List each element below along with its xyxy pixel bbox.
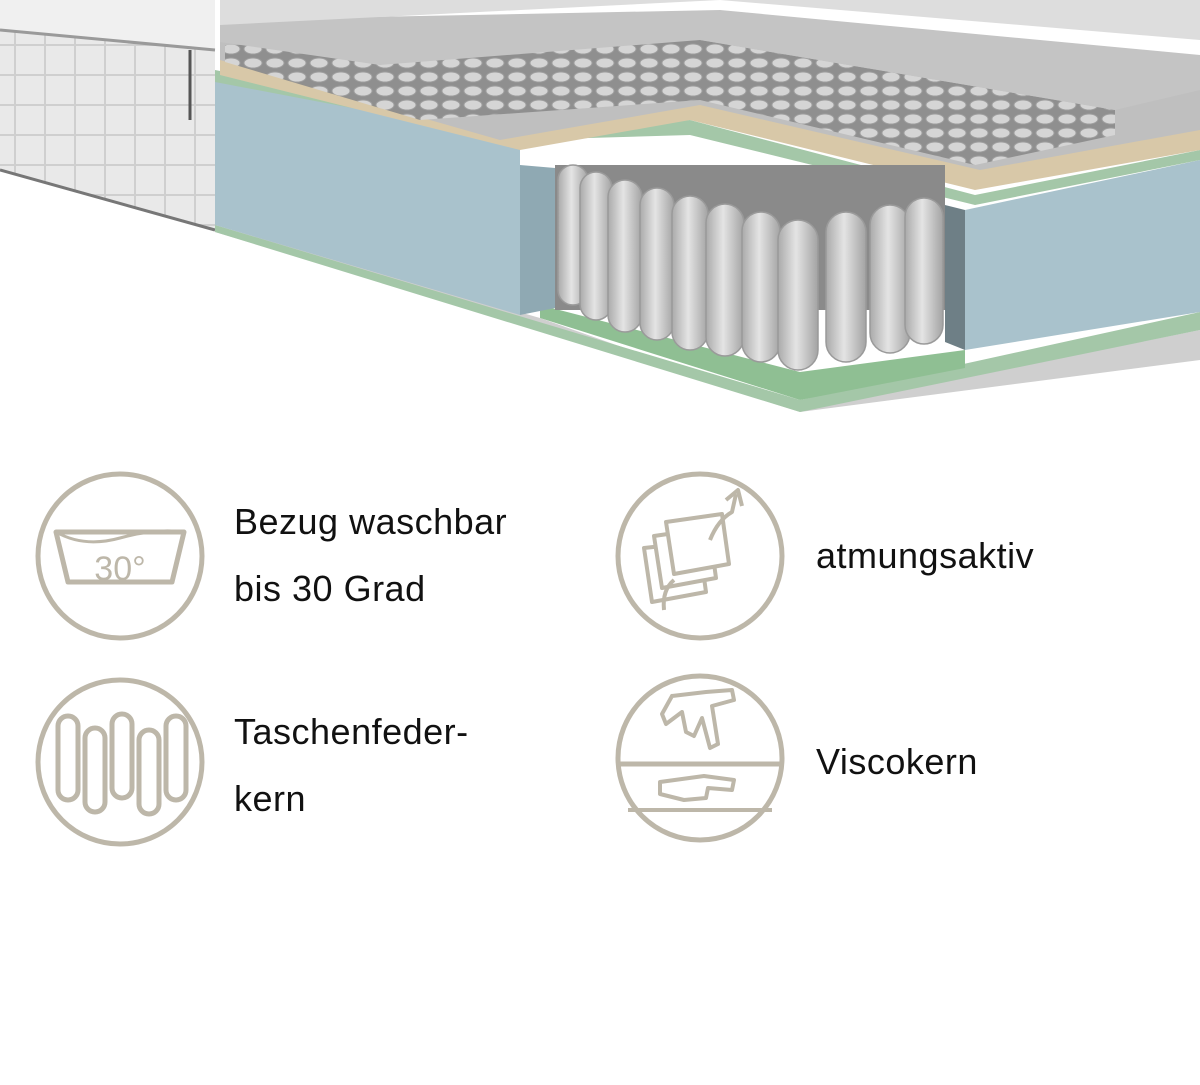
green-base-layer <box>215 225 1200 412</box>
visco-hand-icon <box>615 673 785 843</box>
feature-pocket-springs: Taschenfeder- kern <box>34 676 594 848</box>
pocket-springs-icon <box>35 677 205 847</box>
feature-breathable-line-1: atmungsaktiv <box>816 535 1035 576</box>
feature-visco-core-line-1: Viscokern <box>816 741 978 782</box>
feature-washable-line-1: Bezug waschbar <box>234 501 508 542</box>
pocket-spring-core <box>555 164 945 371</box>
feature-visco-core: Viscokern <box>614 672 1174 844</box>
feature-breathable: atmungsaktiv <box>614 470 1174 642</box>
feature-washable-line-2: bis 30 Grad <box>234 568 426 609</box>
wash-temperature-badge: 30° <box>94 550 145 588</box>
micro-spring-layer <box>225 40 1115 165</box>
feature-pocket-springs-line-2: kern <box>234 778 307 819</box>
mattress-cover-side <box>0 30 215 230</box>
wash-30-icon: 30° <box>35 471 205 641</box>
feature-pocket-springs-line-1: Taschenfeder- <box>234 711 469 752</box>
blue-foam-layer <box>215 80 520 315</box>
feature-washable: 30° Bezug waschbar bis 30 Grad <box>34 470 594 642</box>
mattress-cutaway-illustration <box>0 0 1200 412</box>
top-foam-layer <box>220 10 1200 110</box>
breathable-layers-icon <box>615 471 785 641</box>
